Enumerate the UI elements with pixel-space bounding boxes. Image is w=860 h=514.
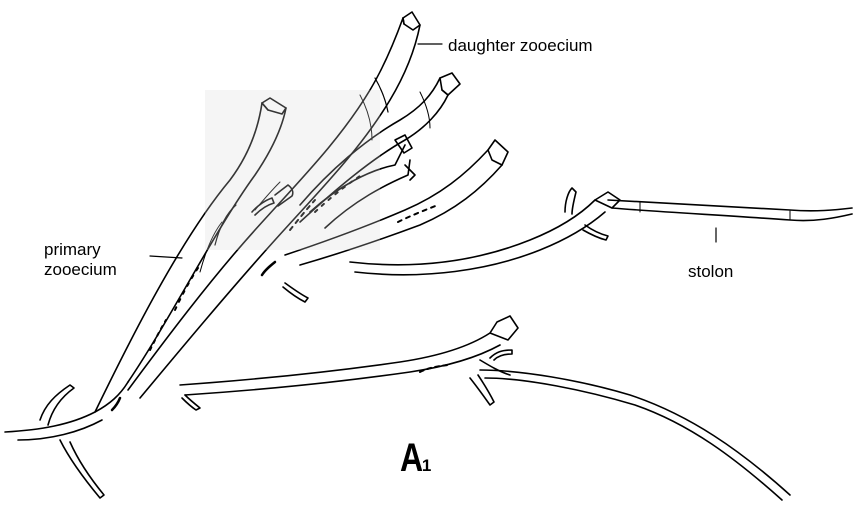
label-zooecium: zooecium (44, 260, 117, 279)
panel-label: A1 (400, 436, 431, 481)
label-primary: primary (44, 240, 101, 259)
label-stolon: stolon (688, 262, 733, 281)
basal-stolon (5, 382, 128, 498)
shading-band (205, 90, 380, 250)
label-daughter-zooecium: daughter zooecium (448, 36, 593, 55)
lower-branch (180, 316, 790, 500)
stolon-right (350, 188, 852, 275)
panel-letter: A (400, 436, 422, 481)
panel-index: 1 (422, 456, 431, 475)
